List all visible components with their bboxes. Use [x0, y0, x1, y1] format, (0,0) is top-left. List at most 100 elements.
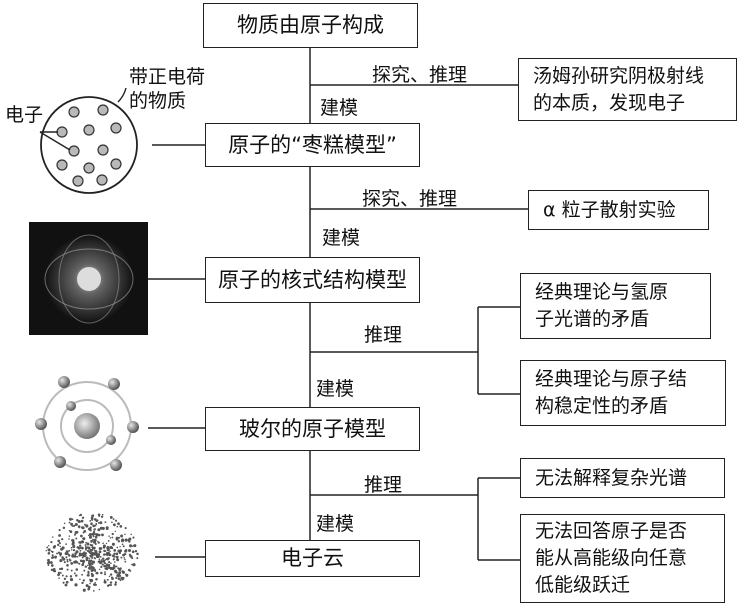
cloud-dot — [111, 521, 113, 524]
cloud-dot — [91, 556, 94, 559]
cloud-dot — [93, 528, 96, 531]
plum-pudding-illustration — [39, 87, 138, 194]
cloud-dot — [87, 571, 90, 574]
cloud-dot — [69, 578, 74, 582]
cloud-dot — [94, 552, 97, 556]
cloud-dot — [90, 559, 93, 562]
cloud-dot — [105, 567, 109, 571]
cloud-dot — [106, 584, 110, 587]
node-nuclear-model: 原子的核式结构模型 — [205, 257, 420, 303]
cloud-dot — [45, 549, 48, 552]
cloud-dot — [52, 556, 55, 559]
cloud-dot — [109, 550, 111, 553]
cloud-dot — [94, 542, 97, 546]
cloud-dot — [66, 568, 69, 571]
cloud-dot — [113, 552, 116, 556]
cloud-dot — [116, 552, 119, 555]
cloud-dot — [88, 532, 93, 537]
cloud-dot — [74, 583, 78, 587]
cloud-dot — [50, 561, 53, 563]
cloud-dot — [56, 552, 58, 555]
cloud-dot — [73, 560, 77, 564]
cloud-dot — [101, 513, 104, 516]
cloud-dot — [58, 552, 63, 556]
cloud-dot — [91, 547, 94, 550]
cloud-dot — [111, 542, 115, 546]
cloud-dot — [117, 577, 121, 580]
node-plum-pudding-model: 原子的“枣糕模型” — [205, 123, 420, 167]
cloud-dot — [103, 549, 106, 553]
cloud-dot — [92, 524, 96, 528]
cloud-dot — [94, 535, 98, 539]
cloud-dot — [119, 525, 123, 528]
label-positive-charge: 带正电荷 的物质 — [129, 66, 206, 112]
cloud-dot — [124, 558, 126, 561]
cloud-dot — [71, 525, 74, 527]
cloud-dot — [93, 583, 96, 586]
cloud-dot — [70, 549, 73, 551]
cloud-dot — [105, 542, 108, 545]
cloud-dot — [122, 553, 126, 557]
cloud-dot — [68, 535, 71, 537]
cloud-dot — [69, 517, 72, 521]
cloud-dot — [58, 534, 61, 537]
cloud-dot — [73, 545, 76, 547]
cloud-dot — [73, 572, 76, 575]
cloud-dot — [92, 540, 97, 544]
cloud-dot — [78, 552, 82, 555]
cloud-dot — [98, 515, 100, 517]
cloud-dot — [47, 564, 50, 567]
cloud-dot — [99, 521, 103, 525]
cloud-dot — [77, 525, 81, 528]
cloud-dot — [119, 549, 123, 553]
cloud-dot — [117, 549, 120, 552]
cloud-dot — [69, 559, 72, 562]
cloud-dot — [84, 565, 87, 568]
cloud-dot — [66, 558, 69, 561]
cloud-dot — [131, 563, 133, 566]
cloud-dot — [108, 553, 112, 557]
cloud-dot — [104, 559, 107, 561]
cloud-dot — [122, 545, 125, 548]
cloud-dot — [88, 535, 93, 539]
cloud-dot — [102, 542, 104, 545]
edge-label-model-2: 建模 — [322, 227, 361, 249]
cloud-dot — [114, 530, 117, 533]
cloud-dot — [104, 573, 107, 576]
cloud-dot — [106, 546, 110, 550]
cloud-dot — [87, 587, 91, 591]
edge-label-reason-3: 推理 — [364, 324, 403, 346]
cloud-dot — [63, 577, 67, 581]
cloud-dot — [82, 531, 85, 534]
cloud-dot — [90, 554, 94, 557]
cloud-dot — [66, 560, 69, 563]
cloud-dot — [104, 521, 107, 524]
cloud-dot — [90, 568, 94, 573]
edge-label-model-1: 建模 — [320, 97, 359, 119]
cloud-dot — [112, 523, 116, 527]
cloud-dot — [132, 563, 136, 567]
cloud-dot — [65, 575, 68, 578]
cloud-dot — [106, 551, 110, 554]
label-electron: 电子 — [5, 104, 44, 126]
cloud-dot — [90, 516, 94, 520]
cloud-dot — [114, 565, 117, 568]
cloud-dot — [131, 545, 134, 547]
cloud-dot — [117, 522, 120, 526]
cloud-dot — [113, 564, 116, 567]
cloud-dot — [80, 540, 85, 544]
cloud-dot — [119, 567, 122, 570]
cloud-dot — [67, 553, 70, 556]
cloud-dot — [47, 548, 51, 552]
cloud-dot — [82, 552, 86, 556]
cloud-dot — [124, 538, 128, 542]
cloud-dot — [69, 530, 73, 533]
cloud-dot — [109, 537, 112, 539]
connector-lines — [148, 48, 528, 561]
cloud-dot — [79, 578, 81, 580]
cloud-dot — [48, 545, 50, 547]
cloud-dot — [65, 556, 68, 559]
cloud-dot — [91, 552, 93, 555]
cloud-dot — [89, 548, 92, 552]
